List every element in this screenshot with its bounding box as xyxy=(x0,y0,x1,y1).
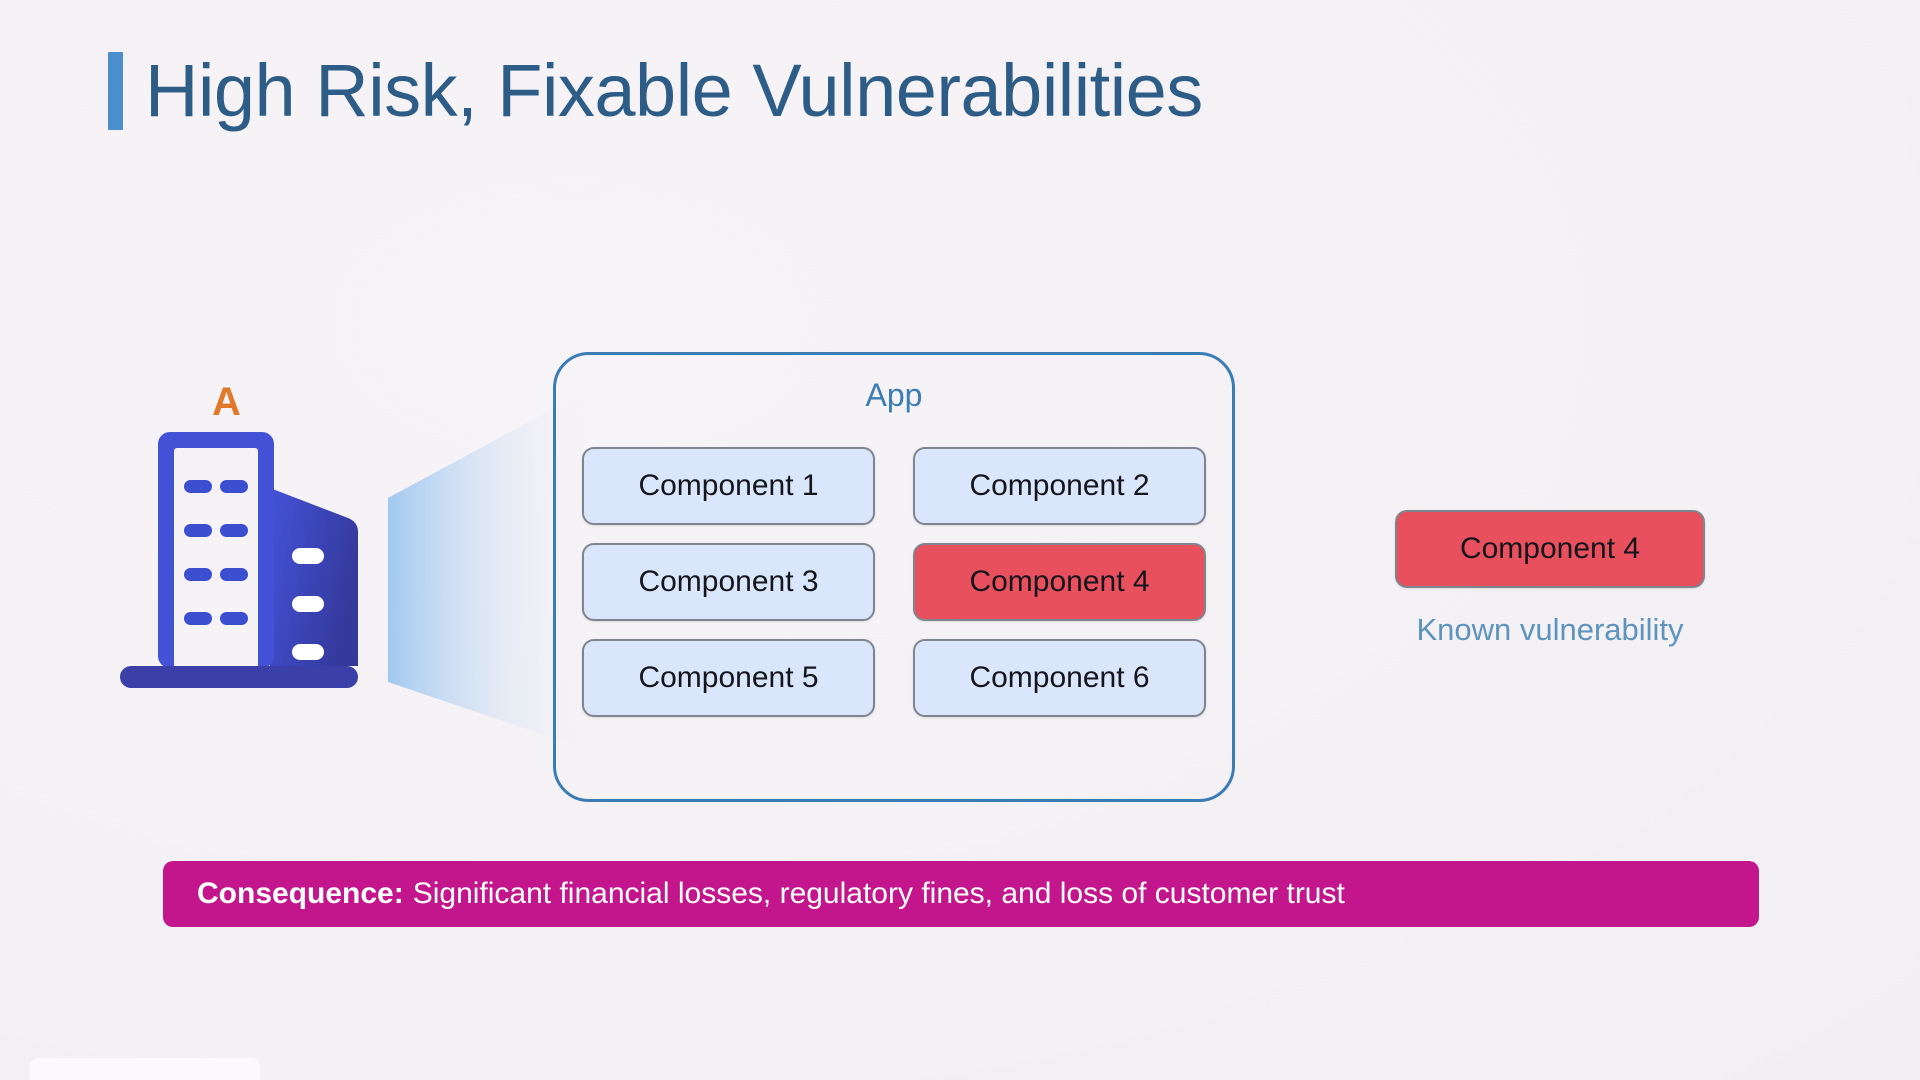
building-illustration: A xyxy=(120,380,420,740)
building-window xyxy=(220,612,248,625)
legend-caption: Known vulnerability xyxy=(1416,612,1684,647)
building-right-wing xyxy=(270,488,358,666)
component-box-4-vulnerable[interactable]: Component 4 xyxy=(913,543,1206,621)
building-window xyxy=(220,524,248,537)
app-label: App xyxy=(865,377,923,413)
building-window xyxy=(184,524,212,537)
building-window xyxy=(292,596,324,612)
building-base xyxy=(120,666,358,688)
building-window xyxy=(184,480,212,493)
component-grid: Component 1 Component 2 Component 3 Comp… xyxy=(582,447,1206,717)
app-container: App Component 1 Component 2 Component 3 … xyxy=(553,352,1235,802)
consequence-prefix: Consequence: xyxy=(197,877,404,910)
component-box-5[interactable]: Component 5 xyxy=(582,639,875,717)
legend-chip-vulnerable: Component 4 xyxy=(1395,510,1705,588)
building-door xyxy=(202,618,230,668)
consequence-banner: Consequence: Significant financial losse… xyxy=(163,861,1759,927)
component-box-2[interactable]: Component 2 xyxy=(913,447,1206,525)
building-window xyxy=(292,548,324,564)
component-box-6[interactable]: Component 6 xyxy=(913,639,1206,717)
building-window xyxy=(220,568,248,581)
building-window xyxy=(184,568,212,581)
component-box-1[interactable]: Component 1 xyxy=(582,447,875,525)
office-building-icon xyxy=(120,432,358,688)
building-window xyxy=(292,644,324,660)
title-text: High Risk, Fixable Vulnerabilities xyxy=(145,49,1203,133)
building-window xyxy=(184,612,212,625)
legend: Component 4 Known vulnerability xyxy=(1395,510,1705,648)
building-window xyxy=(220,480,248,493)
consequence-text: Significant financial losses, regulatory… xyxy=(412,877,1345,910)
bottom-left-strip xyxy=(30,1058,260,1080)
page-title: High Risk, Fixable Vulnerabilities xyxy=(108,52,1203,130)
building-letter-label: A xyxy=(212,380,242,424)
title-accent-bar xyxy=(108,52,123,130)
component-box-3[interactable]: Component 3 xyxy=(582,543,875,621)
